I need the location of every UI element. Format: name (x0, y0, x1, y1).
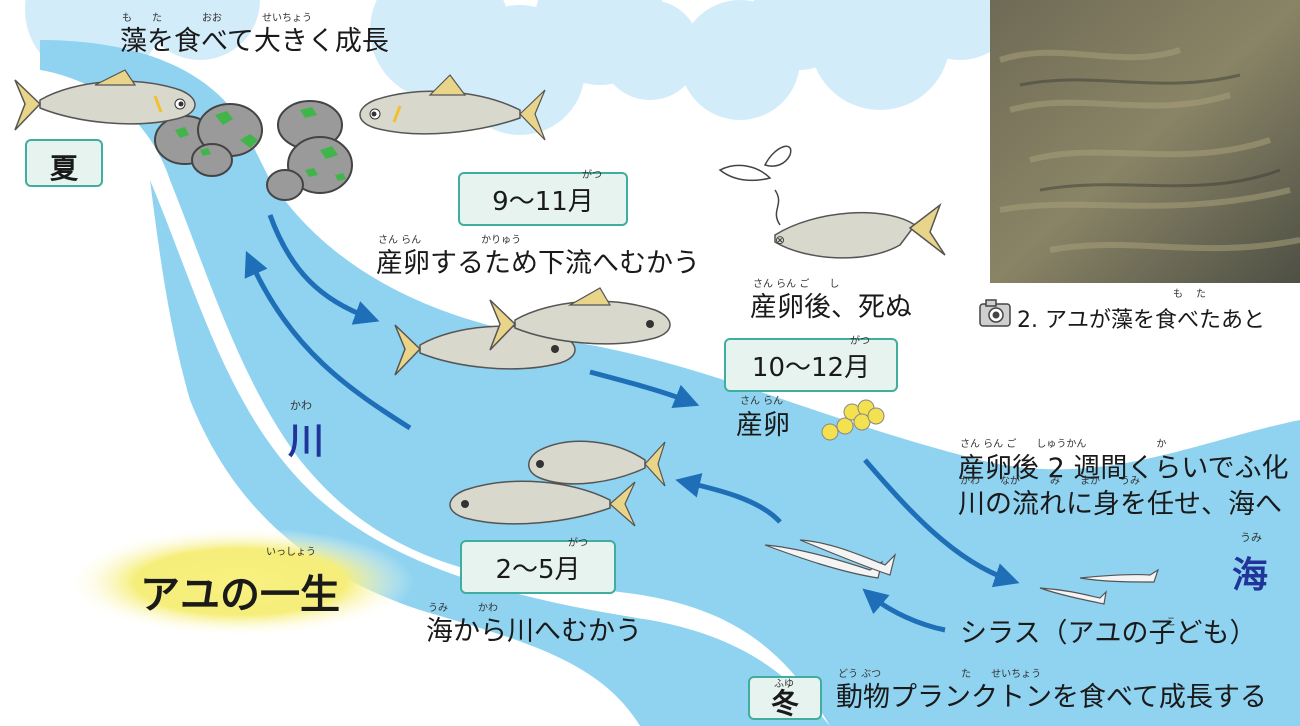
algae-photo (990, 0, 1300, 283)
angel-wings-icon (718, 145, 792, 226)
place-sea: 海 (1232, 555, 1269, 596)
die-ruby: さん らん ご し (753, 279, 840, 290)
upstream-label: 海から川へむかう (426, 616, 642, 647)
caption-ruby-mo: も (1173, 289, 1183, 300)
camera-icon (979, 299, 1011, 327)
downstream-ruby: さん らん かりゅう (378, 235, 522, 246)
hatch1-ruby: さん らん ご しゅうかん か (960, 439, 1167, 450)
season-winter-box: 冬 (748, 676, 822, 720)
hatch2-label: 川の流れに身を任せ、海へ (958, 489, 1282, 520)
cycle-arrows (244, 214, 1020, 633)
fish-spawning-group (394, 287, 671, 376)
river-ruby: かわ (290, 399, 312, 412)
plankton-label: 動物プランクトンを食べて成長する (836, 682, 1267, 713)
sea-ruby: うみ (1240, 531, 1262, 544)
season-winter-label: 冬 (770, 687, 799, 720)
algae-rocks (154, 100, 353, 201)
caption-ruby-ta: た (1196, 289, 1206, 300)
month-9-11-ruby: がつ (582, 170, 602, 181)
month-2-5-label: 2～5月 (495, 554, 581, 585)
grow-label: 藻を食べて大きく成長 (120, 26, 389, 57)
season-summer-box: 夏 (25, 139, 103, 187)
upstream-ruby: うみ かわ (428, 603, 498, 614)
month-2-5-box: 2～5月 (460, 540, 616, 594)
winter-ruby: ふゆ (774, 679, 794, 690)
fish-upstream-group (449, 440, 666, 527)
month-9-11-box: 9～11月 (458, 172, 628, 226)
title-glow (65, 527, 415, 637)
spawn-ruby: さん らん (740, 396, 784, 407)
hatch2-ruby: かわ なが み まか うみ (960, 476, 1140, 487)
title-ruby: いっしょう (266, 547, 316, 558)
diagram-title: アユの一生 (140, 572, 340, 618)
plankton-ruby: どう ぶつ た せいちょう (838, 669, 1042, 680)
shirasu-label: シラス（アユの子ども） (960, 618, 1257, 649)
season-summer-label: 夏 (49, 152, 78, 185)
dead-fish: ⊗ (774, 202, 946, 259)
month-9-11-label: 9～11月 (492, 186, 594, 217)
month-2-5-ruby: がつ (568, 538, 588, 549)
shirasu-ruby: こ (1166, 617, 1176, 628)
sky-circles (25, 0, 1020, 135)
river-shape (40, 40, 1300, 726)
fish-summer-2 (359, 74, 546, 141)
month-10-12-box: 10～12月 (724, 338, 898, 392)
month-10-12-ruby: がつ (850, 336, 870, 347)
die-label: 産卵後、死ぬ (750, 292, 912, 323)
svg-text:⊗: ⊗ (775, 233, 785, 247)
hatch1-label: 産卵後 2 週間くらいでふ化 (958, 453, 1289, 484)
downstream-label: 産卵するため下流へむかう (376, 248, 700, 279)
month-10-12-label: 10～12月 (751, 352, 871, 383)
eggs (821, 399, 885, 441)
grow-ruby: も た おお せいちょう (122, 13, 312, 24)
photo-caption: 2. アユが藻を食べたあと (1017, 308, 1265, 333)
fish-summer-1 (14, 69, 196, 131)
shirasu-fish (764, 539, 1160, 605)
place-river: 川 (288, 421, 325, 462)
spawn-label: 産卵 (736, 410, 790, 441)
